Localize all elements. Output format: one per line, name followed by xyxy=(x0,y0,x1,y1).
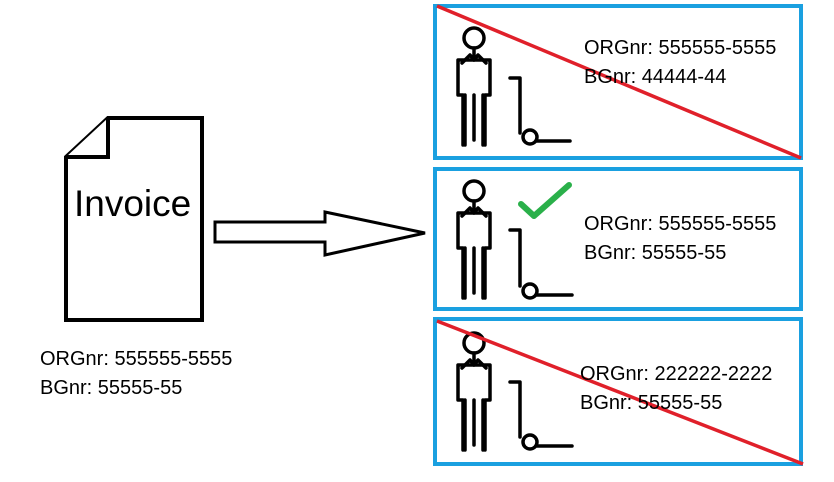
hand-truck-icon xyxy=(508,76,572,146)
person-icon xyxy=(456,179,492,300)
hand-truck-icon xyxy=(508,228,574,300)
candidate-2-bgnr: BGnr: 55555-55 xyxy=(584,242,727,264)
candidate-1-details: ORGnr: 555555-5555 BGnr: 44444-44 xyxy=(584,34,776,92)
strike-through-icon xyxy=(436,4,802,160)
person-icon xyxy=(456,26,492,147)
invoice-bgnr: BGnr: 55555-55 xyxy=(40,377,183,399)
invoice-title: Invoice xyxy=(74,183,192,224)
person-icon xyxy=(456,331,492,452)
candidate-2-details: ORGnr: 555555-5555 BGnr: 55555-55 xyxy=(584,210,776,268)
document-icon xyxy=(64,116,204,322)
candidate-1-orgnr: ORGnr: 555555-5555 xyxy=(584,37,777,59)
candidate-3-orgnr: ORGnr: 222222-2222 xyxy=(580,363,773,385)
candidate-card-2 xyxy=(433,167,803,311)
invoice-orgnr: ORGnr: 555555-5555 xyxy=(40,348,233,370)
candidate-card-1 xyxy=(433,4,803,160)
candidate-2-orgnr: ORGnr: 555555-5555 xyxy=(584,213,777,235)
candidate-1-bgnr: BGnr: 44444-44 xyxy=(584,66,727,88)
hand-truck-icon xyxy=(508,380,574,451)
checkmark-icon xyxy=(518,182,572,219)
arrow-icon xyxy=(213,210,426,257)
strike-through-icon xyxy=(436,319,804,466)
candidate-card-3 xyxy=(433,317,804,466)
invoice-details: ORGnr: 555555-5555 BGnr: 55555-55 xyxy=(40,345,232,403)
candidate-3-details: ORGnr: 222222-2222 BGnr: 55555-55 xyxy=(580,360,772,418)
candidate-3-bgnr: BGnr: 55555-55 xyxy=(580,392,723,414)
